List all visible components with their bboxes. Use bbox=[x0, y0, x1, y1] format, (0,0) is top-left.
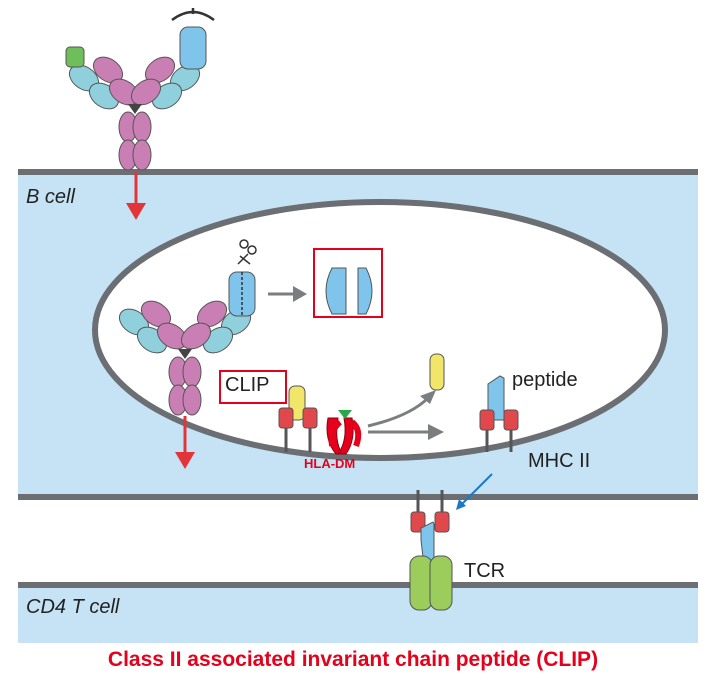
scissors-icon bbox=[237, 239, 257, 265]
presentation-arrow bbox=[456, 473, 493, 510]
mhc-ii-label: MHC II bbox=[528, 450, 591, 472]
antibody-internalized bbox=[118, 271, 256, 416]
mhc-ii-clip-complex bbox=[278, 385, 318, 452]
tcr-alpha bbox=[409, 555, 433, 611]
t-cell-region bbox=[18, 585, 698, 643]
antigen-blue bbox=[179, 26, 207, 70]
highlight-box-clip bbox=[219, 370, 287, 404]
exchange-arrows bbox=[367, 390, 444, 440]
figure-caption: Class II associated invariant chain pept… bbox=[107, 648, 599, 671]
antigen-fragments bbox=[325, 267, 373, 315]
recycling-arrow bbox=[175, 416, 195, 469]
internalization-arrow bbox=[126, 172, 146, 220]
released-clip bbox=[429, 353, 445, 391]
antibody-surface bbox=[65, 8, 215, 171]
highlight-box-fragments bbox=[313, 248, 383, 318]
tcr-beta bbox=[429, 555, 453, 611]
tcr-label: TCR bbox=[464, 560, 506, 582]
processing-arrow bbox=[268, 286, 307, 302]
antigen-green bbox=[65, 46, 85, 68]
mhc-ii-peptide-complex bbox=[479, 375, 519, 452]
hla-dm-molecule bbox=[326, 410, 362, 455]
cd4-t-cell-label: CD4 T cell bbox=[26, 596, 120, 618]
endosome bbox=[92, 199, 668, 461]
peptide-label: peptide bbox=[512, 369, 578, 391]
hla-dm-label: HLA-DM bbox=[304, 456, 356, 471]
clip-label: CLIP bbox=[225, 374, 270, 396]
mhc-tcr-complex bbox=[409, 490, 453, 611]
b-cell-label: B cell bbox=[26, 186, 75, 208]
